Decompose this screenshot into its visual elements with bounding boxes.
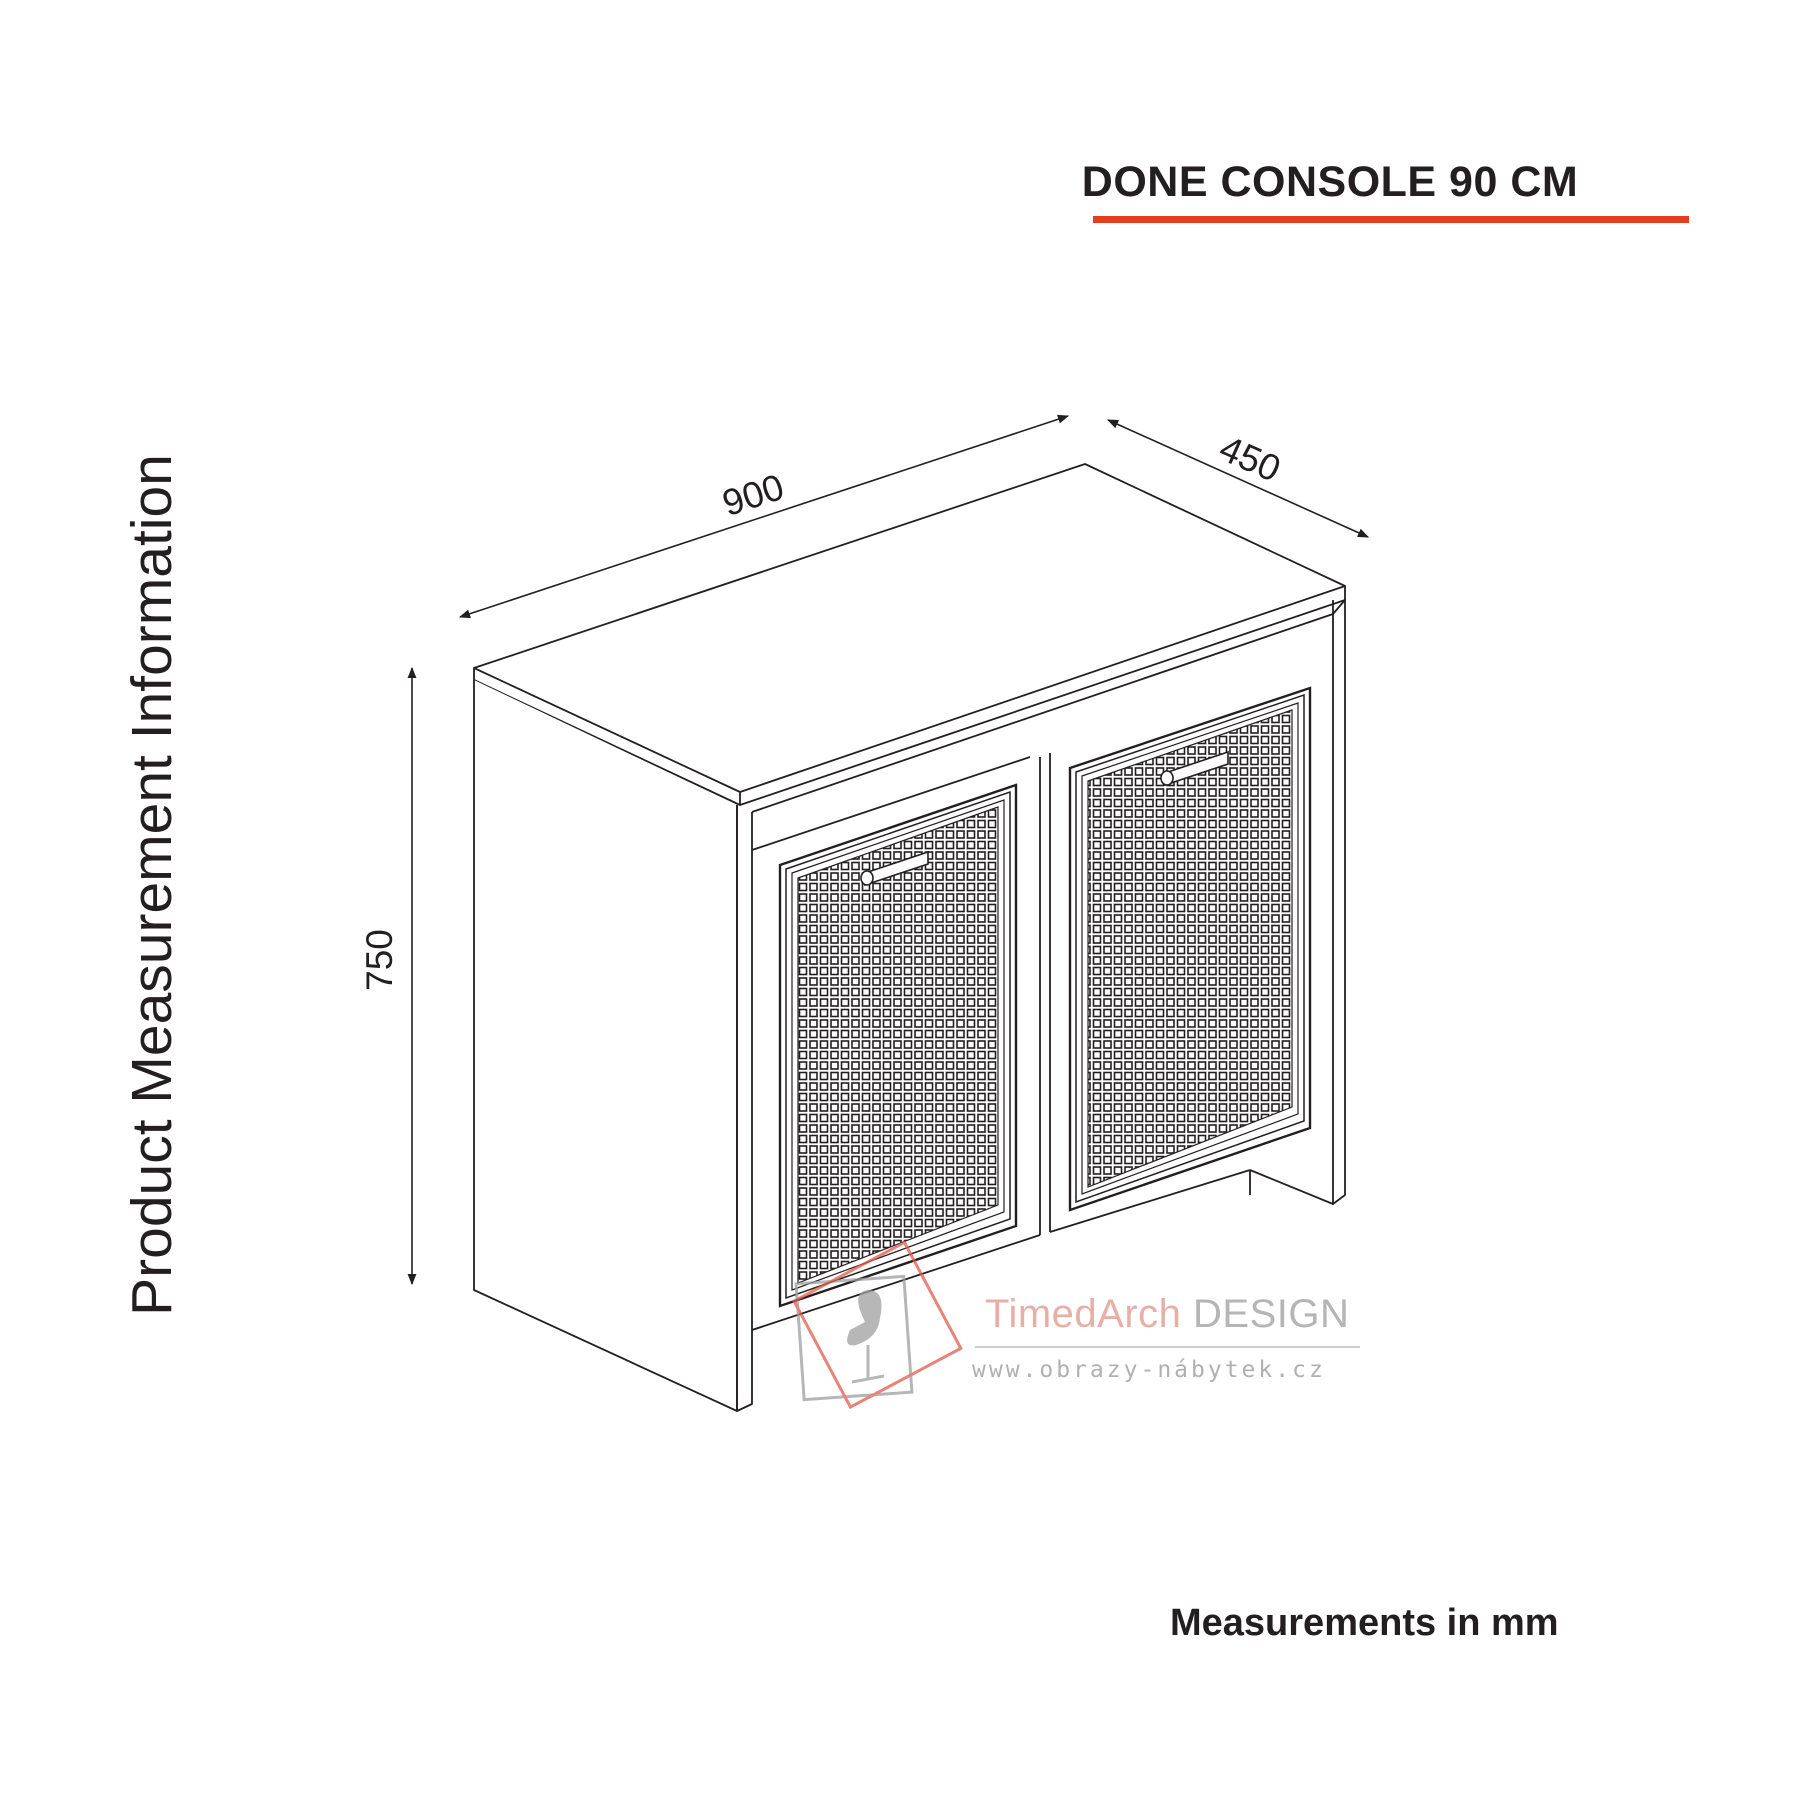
page-title: DONE CONSOLE 90 CM — [1081, 158, 1579, 206]
watermark-url: www.obrazy-nábytek.cz — [972, 1357, 1326, 1383]
depth-dimension-line — [1106, 419, 1370, 538]
watermark-brand-suffix: DESIGN — [1181, 1292, 1350, 1336]
left-door-cane-panel — [797, 806, 999, 1284]
side-label: Product Measurement Information — [120, 454, 184, 1316]
right-door-cane-panel — [1087, 709, 1293, 1188]
right-door-handle-icon[interactable] — [1160, 750, 1229, 787]
width-dimension-line — [458, 414, 1070, 619]
measurement-unit-note: Measurements in mm — [1170, 1602, 1559, 1644]
width-dimension-label: 900 — [717, 466, 788, 524]
watermark-divider — [975, 1346, 1360, 1348]
watermark-logo-icon — [792, 1240, 963, 1410]
left-door-handle-icon[interactable] — [860, 850, 929, 887]
right-side-panel — [1332, 599, 1346, 1205]
cabinet-outline — [473, 463, 1346, 1412]
watermark-brand-prefix: TimedArch — [985, 1292, 1182, 1336]
title-underline — [1093, 216, 1689, 223]
left-door[interactable] — [778, 783, 1018, 1308]
right-door[interactable] — [1068, 686, 1312, 1212]
top-front-edge — [473, 668, 741, 806]
left-side-panel — [473, 680, 738, 1412]
height-dimension-label: 750 — [359, 929, 400, 991]
depth-dimension-label: 450 — [1214, 427, 1287, 490]
watermark-brand: TimedArch DESIGN — [985, 1292, 1349, 1337]
